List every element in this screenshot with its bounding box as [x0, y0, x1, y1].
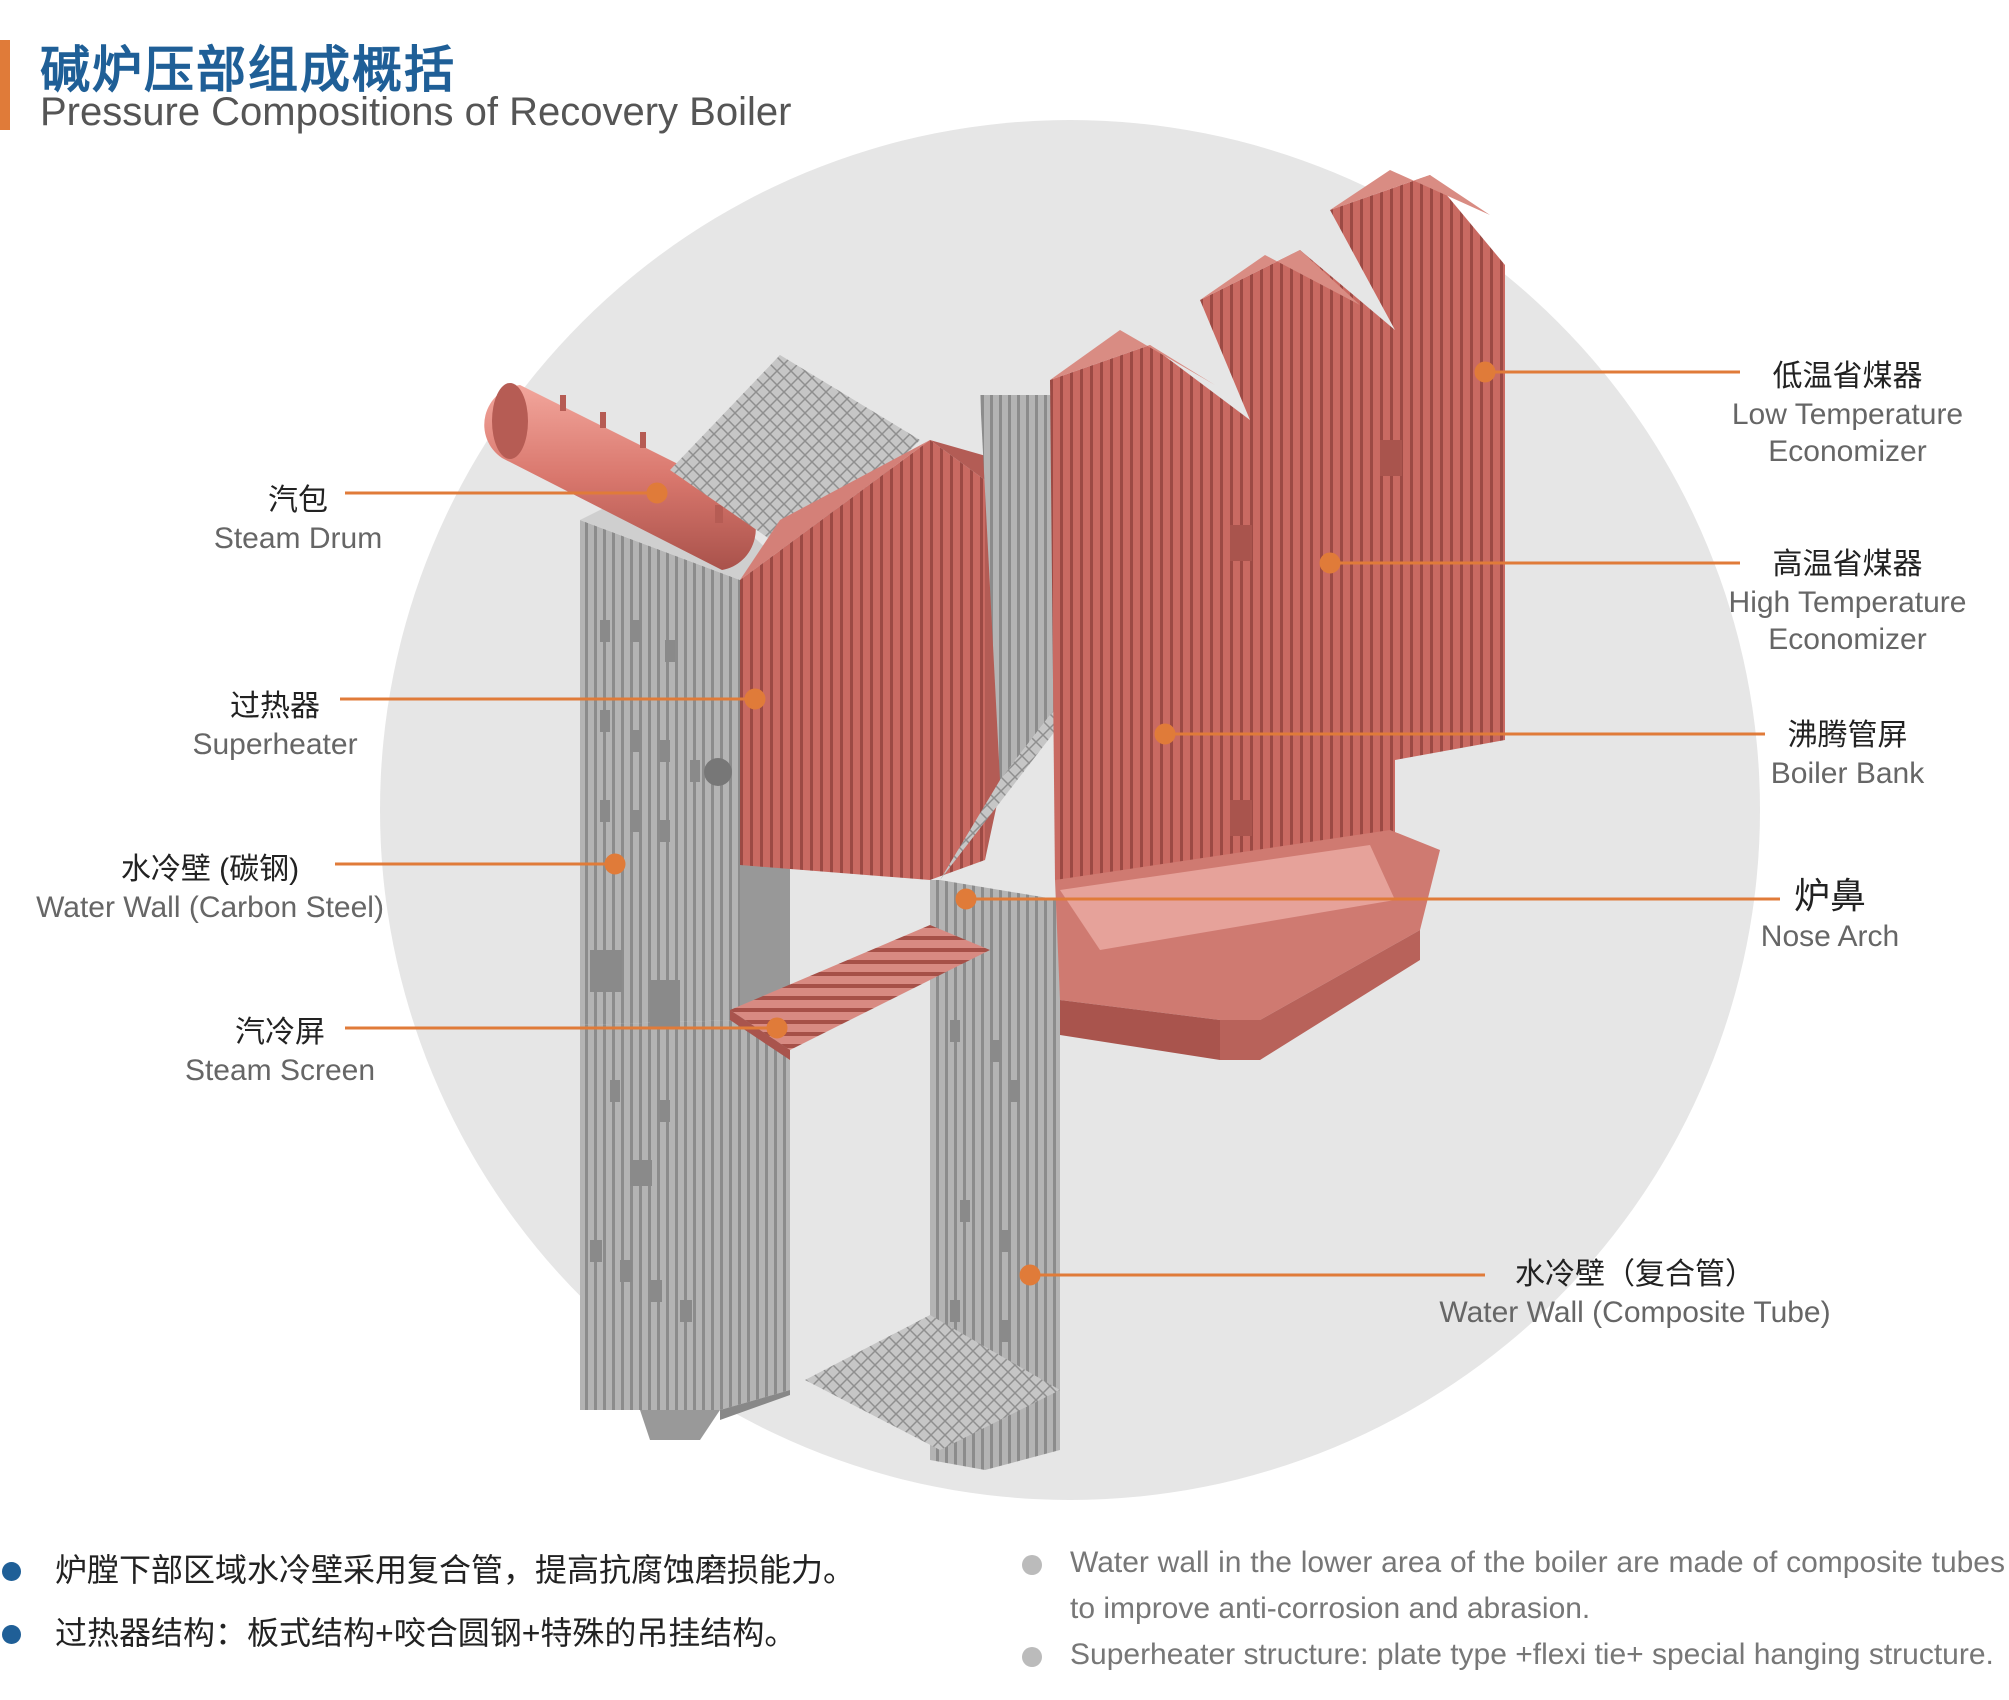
bullet-item-cn: 过热器结构：板式结构+咬合圆钢+特殊的吊挂结构。 — [55, 1615, 797, 1651]
boiler-bank-panel — [1050, 330, 1250, 920]
label-superheater: 过热器 Superheater — [192, 690, 358, 761]
label-nose-arch: 炉鼻 Nose Arch — [1760, 875, 1900, 953]
bullet-dot — [1022, 1555, 1042, 1575]
label-water-wall-composite: 水冷壁（复合管） Water Wall (Composite Tube) — [1439, 1258, 1831, 1329]
label-boiler-bank: 沸腾管屏 Boiler Bank — [1770, 719, 1925, 790]
high-temp-economizer-panel — [1200, 250, 1395, 880]
label-high-temp-economizer: 高温省煤器 High Temperature Economizer — [1728, 548, 1967, 656]
superheater-top-mesh — [670, 355, 920, 560]
steam-drum — [484, 383, 756, 570]
bullet-dot — [1022, 1647, 1042, 1667]
label-steam-screen: 汽冷屏 Steam Screen — [184, 1016, 376, 1087]
steam-screen — [730, 925, 990, 1060]
nose-arch — [1055, 830, 1440, 1060]
bullet-dot — [2, 1625, 21, 1644]
bullet-item-en: Water wall in the lower area of the boil… — [1020, 1540, 2005, 1632]
label-water-wall-carbon: 水冷壁 (碳钢) Water Wall (Carbon Steel) — [36, 853, 384, 924]
label-low-temp-economizer: 低温省煤器 Low Temperature Economizer — [1731, 360, 1964, 468]
bullet-list-en: Water wall in the lower area of the boil… — [1020, 1540, 2005, 1678]
bullet-item-cn: 炉膛下部区域水冷壁采用复合管，提高抗腐蚀磨损能力。 — [55, 1552, 856, 1588]
leader-lines — [335, 361, 1780, 1286]
bullet-item-en: Superheater structure: plate type +flexi… — [1020, 1632, 2005, 1678]
page-title: 碱炉压部组成概括 — [40, 42, 456, 98]
title-accent-bar — [0, 40, 10, 130]
low-temp-economizer-panel — [1230, 170, 1505, 836]
bullet-dot — [2, 1562, 21, 1581]
label-steam-drum: 汽包 Steam Drum — [213, 484, 383, 555]
page-subtitle: Pressure Compositions of Recovery Boiler — [40, 90, 792, 134]
